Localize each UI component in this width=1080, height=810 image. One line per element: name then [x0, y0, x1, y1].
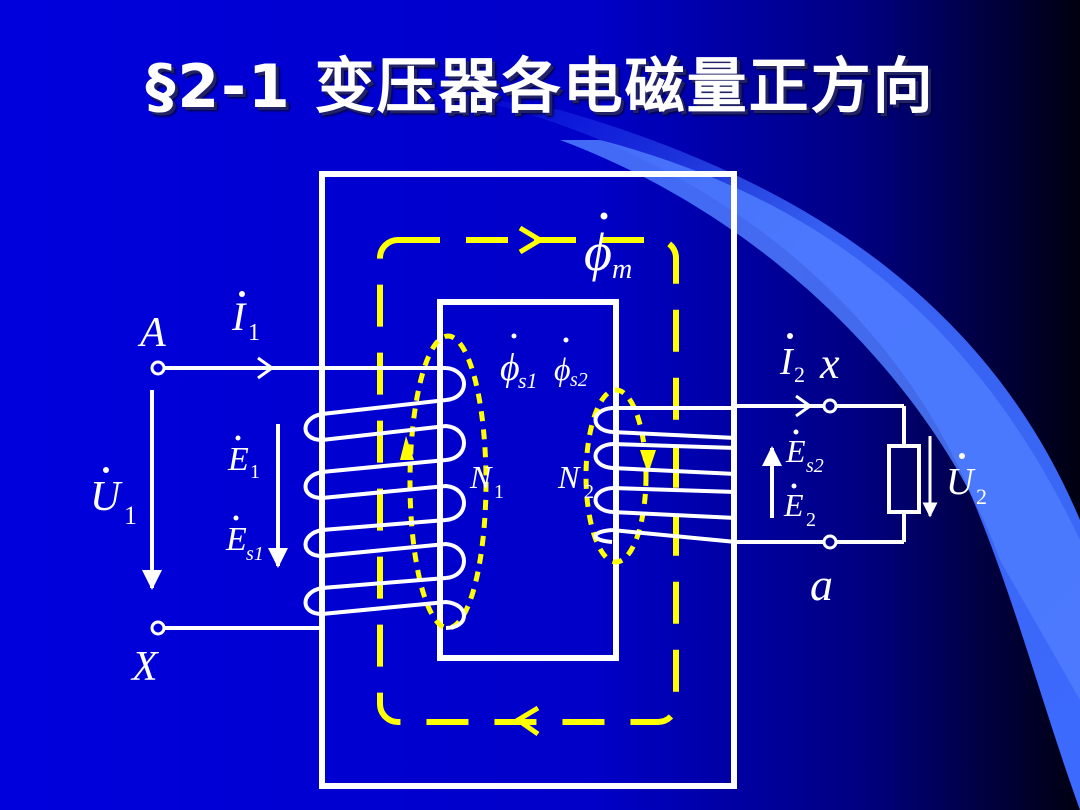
dot-flux-main [600, 212, 608, 220]
slide-title: §2-1 变压器各电磁量正方向 [145, 52, 935, 122]
terminal-a [822, 534, 838, 550]
core-outer [319, 171, 737, 789]
dot-current-secondary [787, 333, 793, 339]
label-voltage-primary-sub: 1 [124, 501, 137, 530]
leakage-flux-primary [407, 333, 489, 631]
label-current-secondary: I [779, 341, 795, 383]
dot-flux-leak1 [511, 333, 517, 339]
label-terminal-A: A [137, 310, 166, 356]
label-flux-main: ϕ [584, 222, 612, 282]
dot-emf-leak-secondary [793, 429, 799, 435]
current-secondary-arrow [795, 394, 813, 418]
dot-emf-secondary [791, 483, 797, 489]
main-flux-path [377, 237, 679, 725]
label-terminal-X: X [130, 644, 160, 690]
label-emf-primary-sub: 1 [250, 461, 260, 483]
leakage-flux-secondary-arrow [640, 450, 656, 474]
label-terminal-a: a [810, 559, 833, 610]
label-emf-leak-secondary-sub: s2 [806, 455, 824, 477]
label-flux-leak2: ϕ [554, 351, 571, 387]
label-emf-leak-primary-sub: s1 [246, 543, 264, 565]
terminal-A [150, 360, 166, 376]
label-flux-leak1: ϕ [500, 347, 520, 389]
main-flux-arrow-top [518, 225, 545, 255]
label-emf-primary: E [227, 441, 249, 478]
terminal-X [150, 620, 166, 636]
label-current-secondary-sub: 2 [794, 362, 805, 387]
label-emf-leak-primary: E [225, 521, 247, 558]
leakage-flux-secondary [583, 387, 649, 565]
load-resistor [887, 444, 921, 514]
dot-emf-primary [235, 435, 241, 441]
dot-voltage-primary [103, 467, 109, 473]
core-window [437, 299, 619, 661]
dot-current-primary [239, 291, 245, 297]
terminal-x [822, 398, 838, 414]
label-flux-main-sub: m [612, 254, 632, 285]
label-voltage-secondary: U [946, 461, 976, 503]
label-turns-secondary-sub: 2 [584, 481, 594, 503]
label-turns-secondary: N [557, 459, 581, 495]
dot-voltage-secondary [959, 453, 965, 459]
label-current-primary: I [231, 294, 247, 339]
label-turns-primary: N [469, 459, 493, 495]
dot-flux-leak2 [563, 337, 569, 343]
label-emf-secondary-sub: 2 [806, 509, 816, 531]
main-flux-arrow-bottom [513, 705, 540, 737]
label-turns-primary-sub: 1 [494, 481, 504, 503]
label-flux-leak1-sub: s1 [518, 368, 538, 393]
label-terminal-x: x [819, 339, 840, 388]
label-current-primary-sub: 1 [248, 320, 260, 346]
dot-emf-leak-primary [233, 515, 239, 521]
label-emf-leak-secondary: E [785, 433, 806, 469]
background-swoosh-light [560, 140, 1080, 700]
label-voltage-primary: U [90, 474, 123, 520]
leakage-flux-primary-arrow [400, 436, 414, 460]
label-emf-secondary: E [783, 487, 804, 523]
label-voltage-secondary-sub: 2 [976, 484, 987, 509]
secondary-winding [593, 406, 737, 544]
primary-winding [303, 366, 466, 630]
current-primary-arrow [257, 356, 275, 380]
label-flux-leak2-sub: s2 [570, 369, 588, 391]
